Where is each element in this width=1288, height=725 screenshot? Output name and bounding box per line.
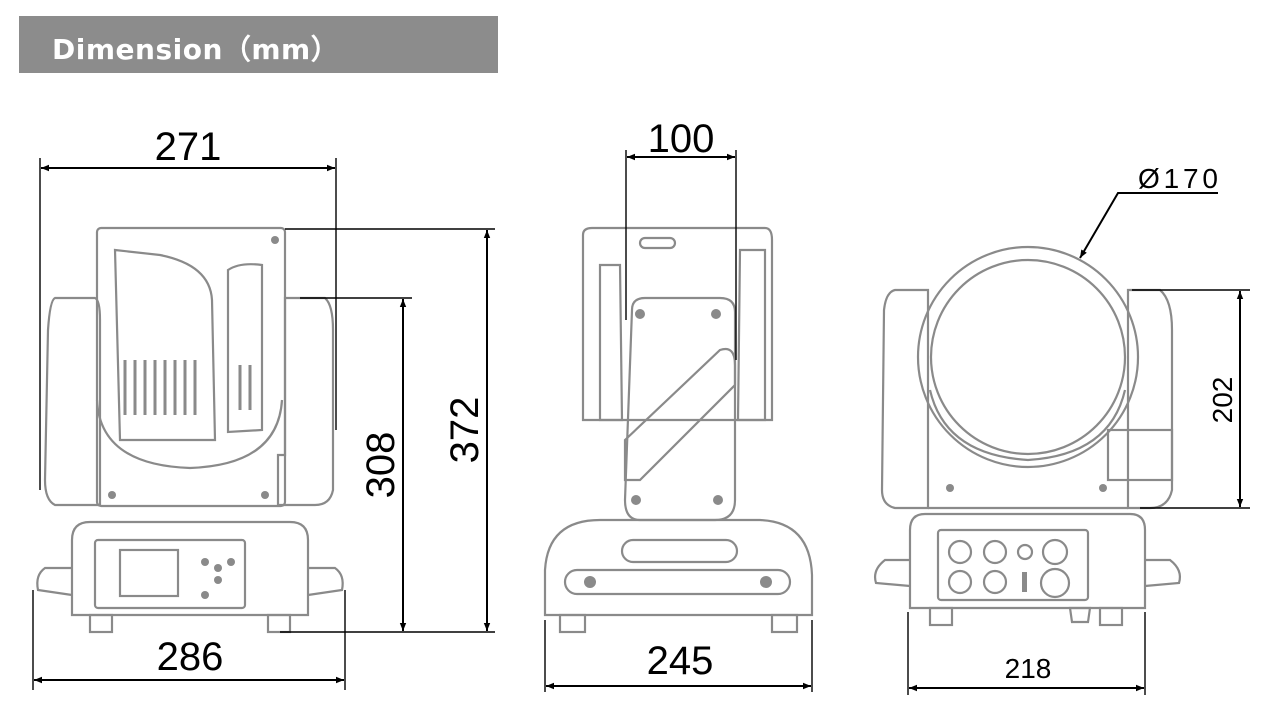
dimension-label-100: 100 (648, 117, 715, 161)
dimension-308: 308 (280, 297, 495, 633)
dimension-label-271: 271 (155, 125, 222, 169)
dimension-286: 286 (32, 590, 346, 690)
rear-view: Ø170 202 218 (873, 163, 1250, 695)
front-fixture-outline (36, 226, 344, 634)
dimension-label-245: 245 (647, 639, 714, 683)
dimension-diameter-170: Ø170 (1079, 163, 1218, 259)
dimension-372: 372 (285, 228, 495, 631)
dimension-label-286: 286 (157, 635, 224, 679)
section-header: Dimension（mm） (19, 16, 498, 73)
dimension-202: 202 (1132, 289, 1250, 509)
dimension-label-diameter-170: Ø170 (1138, 163, 1218, 194)
side-fixture-outline (543, 226, 814, 634)
dimension-label-308: 308 (359, 432, 403, 499)
dimension-218: 218 (907, 612, 1146, 695)
dimension-100: 100 (625, 117, 737, 360)
section-title: Dimension（mm） (52, 33, 340, 66)
dimension-245: 245 (544, 620, 813, 692)
dimension-label-202: 202 (1207, 377, 1238, 424)
dimension-label-218: 218 (1005, 653, 1052, 684)
rear-fixture-outline (873, 245, 1182, 627)
front-view: 271 286 308 372 (32, 125, 495, 690)
dimension-label-372: 372 (443, 397, 487, 464)
side-view: 100 245 (543, 117, 814, 692)
dimension-271: 271 (39, 125, 337, 490)
